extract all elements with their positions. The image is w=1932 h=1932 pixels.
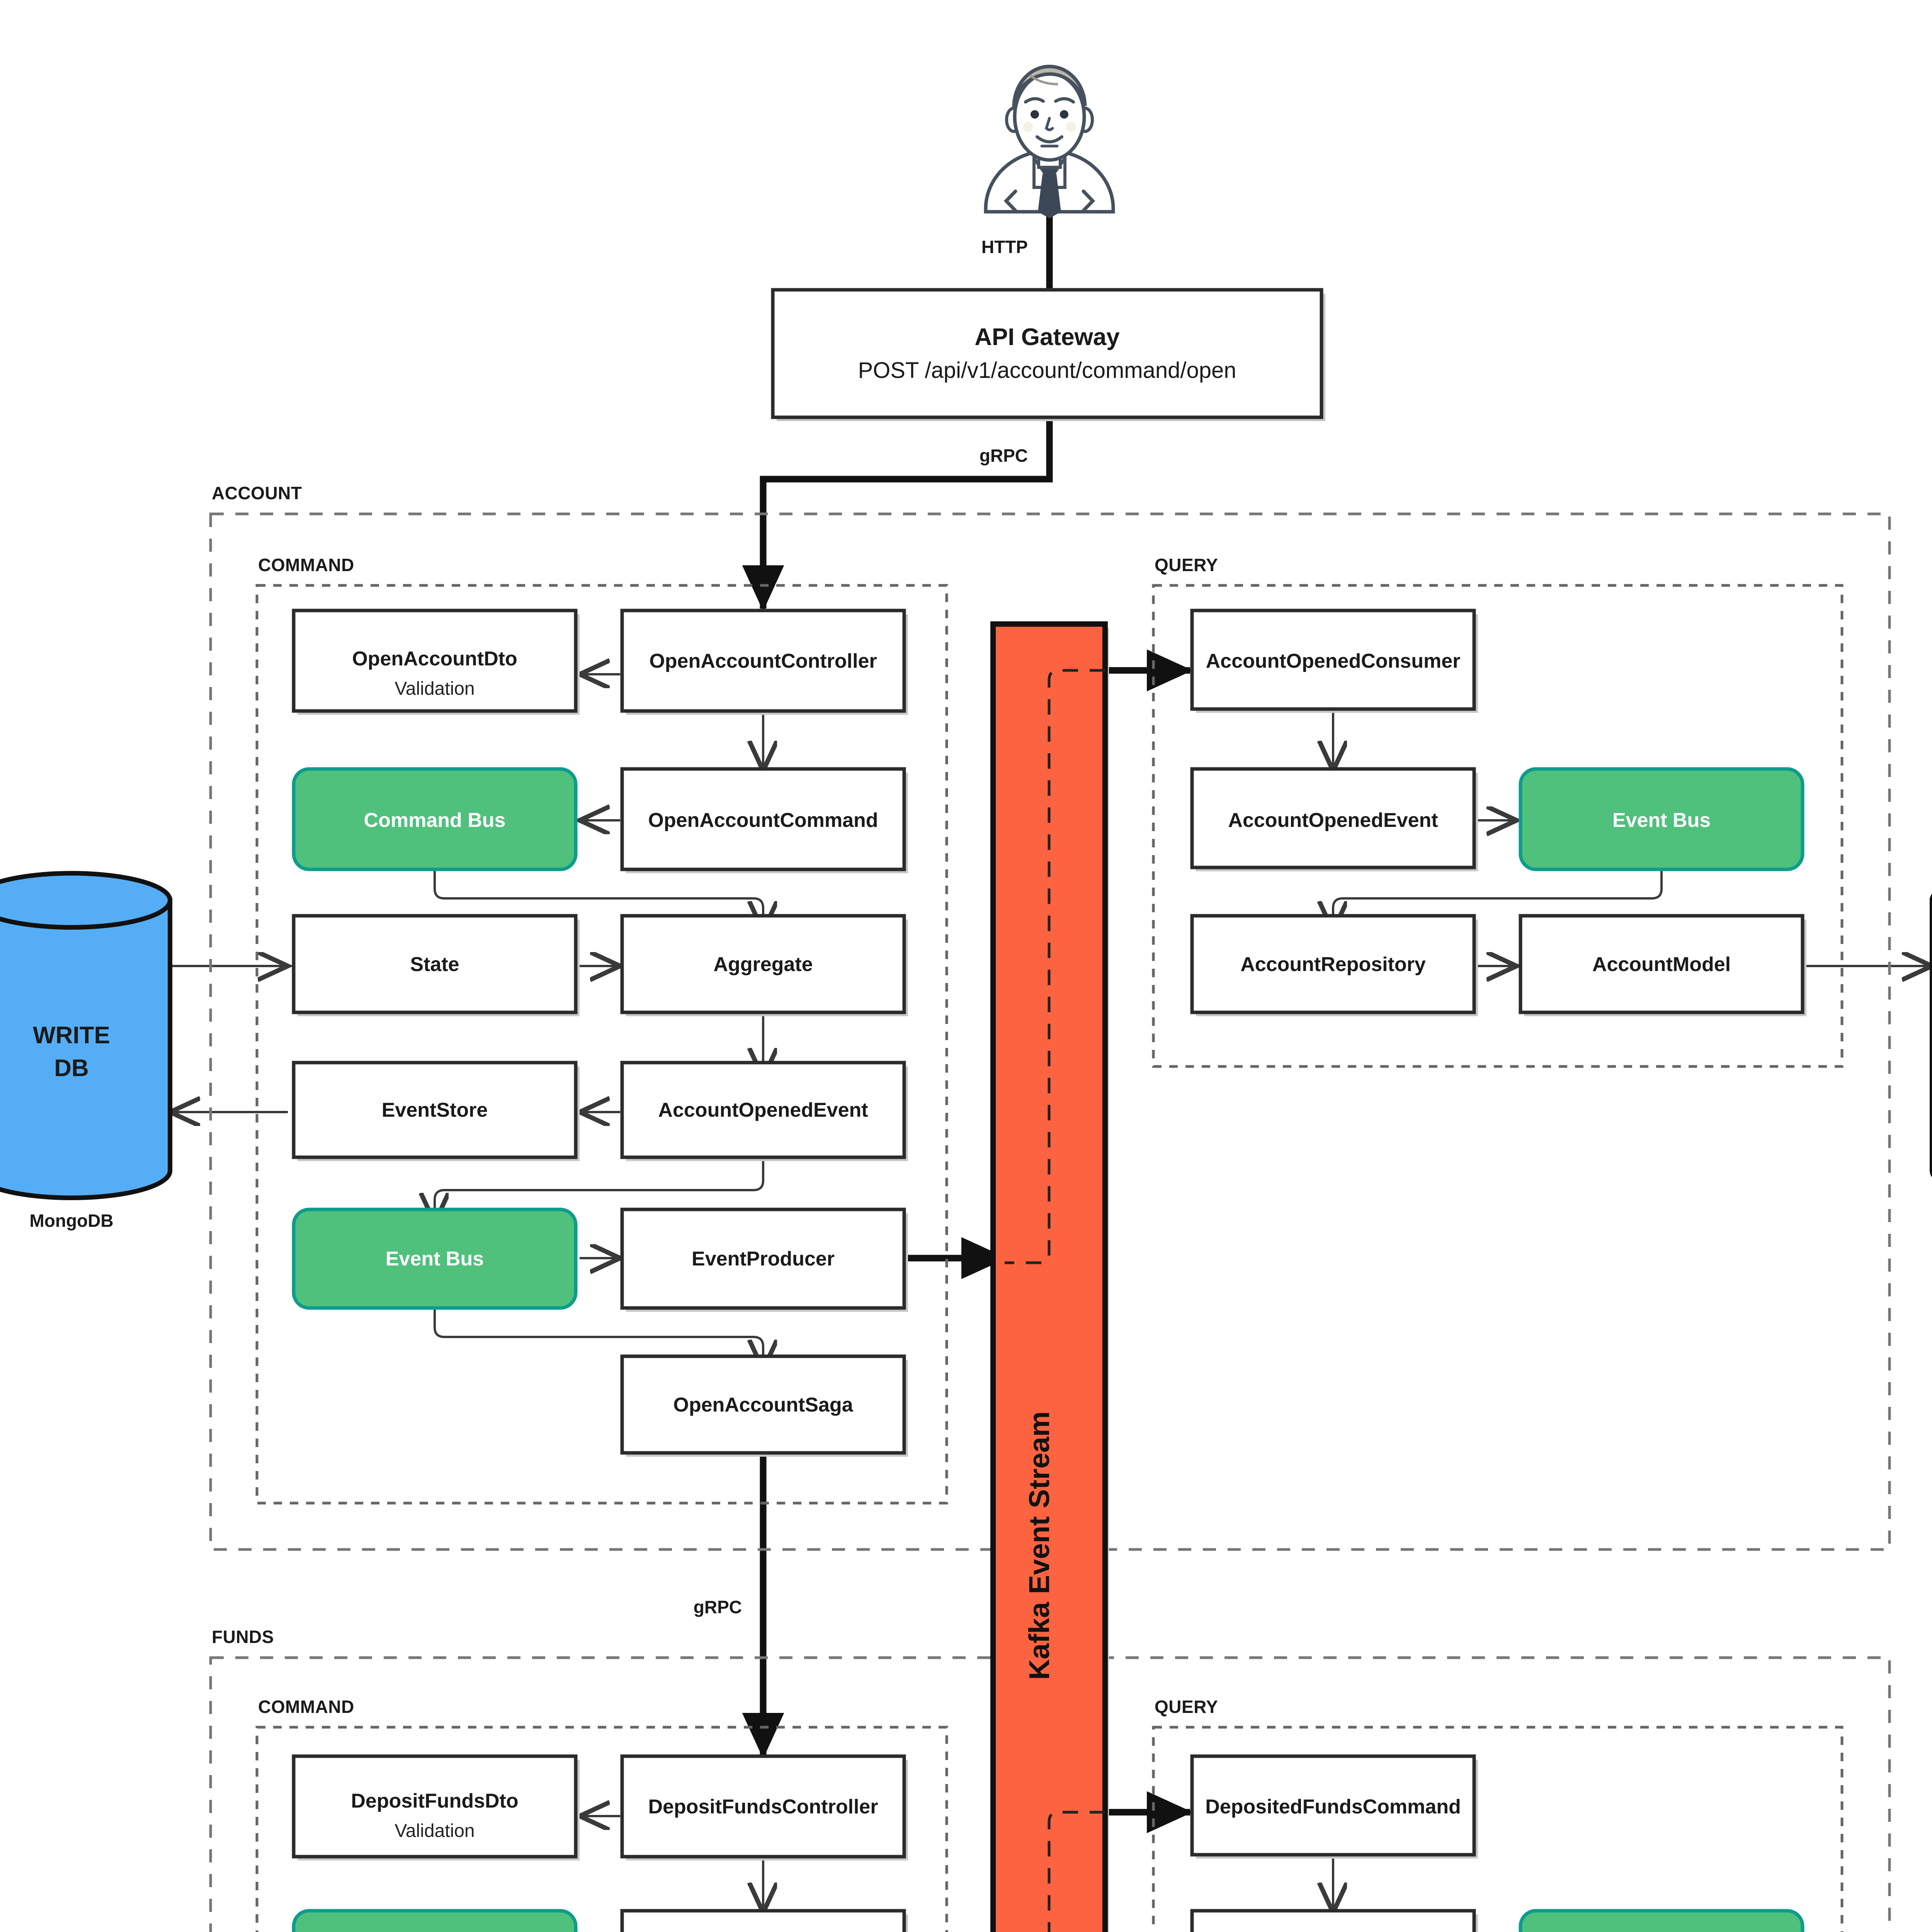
node-account-repository-title: AccountRepository (1240, 953, 1426, 976)
node-account-aggregate-title: Aggregate (713, 953, 813, 976)
node-open-account-saga[interactable]: OpenAccountSaga (620, 1354, 908, 1457)
node-deposited-funds-event-query[interactable]: DepositedFundsEvent (1190, 1909, 1478, 1932)
edge-eventbus-saga (434, 1308, 763, 1370)
write-db-top-caption: MongoDB (29, 1211, 113, 1231)
node-account-model[interactable]: AccountModel (1519, 914, 1806, 1016)
node-deposit-funds-controller-title: DepositFundsController (648, 1796, 878, 1818)
node-deposited-funds-command-title: DepositedFundsCommand (1205, 1796, 1461, 1818)
api-gateway-endpoint: POST /api/v1/account/command/open (858, 358, 1236, 383)
edge-label-http: HTTP (981, 237, 1028, 257)
node-account-opened-event-query-title: AccountOpenedEvent (1228, 809, 1438, 832)
group-funds-query-label: QUERY (1155, 1697, 1218, 1717)
group-account-command-border (255, 584, 948, 1505)
node-account-state-title: State (410, 953, 459, 976)
node-account-aggregate[interactable]: Aggregate (620, 914, 908, 1016)
node-open-account-controller[interactable]: OpenAccountController (620, 609, 908, 715)
node-account-opened-event-query[interactable]: AccountOpenedEvent (1190, 767, 1478, 871)
node-account-event-store-title: EventStore (382, 1099, 488, 1121)
edge-event-eventbus (435, 1161, 764, 1223)
node-funds-command-bus[interactable]: Command Bus (292, 1909, 578, 1932)
group-account-label: ACCOUNT (212, 483, 302, 503)
node-account-state[interactable]: State (292, 914, 580, 1016)
edge-label-grpc-mid: gRPC (694, 1597, 742, 1617)
edge-eventbus-repository (1333, 869, 1663, 931)
user-avatar (984, 65, 1115, 218)
node-open-account-dto[interactable]: OpenAccountDto Validation (292, 609, 580, 715)
node-account-opened-event-cmd-title: AccountOpenedEvent (658, 1099, 868, 1121)
group-account-command-label: COMMAND (258, 555, 354, 575)
node-funds-query-event-bus[interactable]: Event Bus (1519, 1909, 1804, 1932)
node-deposit-funds-command[interactable]: DepositFundsCommand (620, 1909, 908, 1932)
group-funds-query-border (1152, 1726, 1844, 1932)
node-account-query-event-bus[interactable]: Event Bus (1519, 767, 1804, 871)
group-account-query-label: QUERY (1155, 555, 1218, 575)
write-db-top-line1: WRITE (33, 1022, 110, 1049)
node-open-account-command-title: OpenAccountCommand (648, 809, 878, 832)
api-gateway-title: API Gateway (975, 324, 1120, 350)
node-deposit-funds-dto-title: DepositFundsDto (351, 1790, 518, 1812)
node-deposit-funds-dto[interactable]: DepositFundsDto Validation (292, 1754, 580, 1861)
group-funds-label: FUNDS (212, 1627, 274, 1647)
group-account-query-border (1152, 584, 1844, 1068)
edge-label-grpc-top: gRPC (980, 446, 1028, 466)
node-open-account-command[interactable]: OpenAccountCommand (620, 767, 908, 873)
write-db-top-line2: DB (54, 1055, 89, 1082)
api-gateway-box[interactable]: API Gateway POST /api/v1/account/command… (771, 288, 1325, 421)
node-account-opened-consumer-title: AccountOpenedConsumer (1206, 650, 1461, 672)
node-account-opened-consumer[interactable]: AccountOpenedConsumer (1190, 609, 1478, 713)
node-account-model-title: AccountModel (1592, 953, 1731, 976)
node-deposit-funds-dto-sub: Validation (395, 1821, 474, 1841)
kafka-label: Kafka Event Stream (1023, 1411, 1055, 1680)
node-account-repository[interactable]: AccountRepository (1190, 914, 1478, 1016)
node-account-event-bus[interactable]: Event Bus (292, 1208, 578, 1310)
node-open-account-controller-title: OpenAccountController (649, 650, 877, 672)
node-account-query-event-bus-title: Event Bus (1612, 809, 1711, 832)
group-funds-command-border (255, 1726, 948, 1932)
edge-commandbus-aggregate (434, 869, 763, 931)
node-account-command-bus[interactable]: Command Bus (292, 767, 578, 871)
write-db-top[interactable]: WRITE DB MongoDB (0, 871, 172, 1231)
node-account-event-producer-title: EventProducer (692, 1248, 835, 1270)
node-deposit-funds-controller[interactable]: DepositFundsController (620, 1754, 908, 1861)
node-account-command-bus-title: Command Bus (364, 809, 506, 832)
node-account-event-bus-title: Event Bus (386, 1248, 484, 1270)
node-account-event-producer[interactable]: EventProducer (620, 1208, 908, 1312)
node-deposited-funds-command[interactable]: DepositedFundsCommand (1190, 1754, 1478, 1859)
group-funds-command-label: COMMAND (258, 1697, 354, 1717)
node-open-account-saga-title: OpenAccountSaga (673, 1394, 853, 1416)
node-account-event-store[interactable]: EventStore (292, 1061, 580, 1161)
node-open-account-dto-title: OpenAccountDto (352, 648, 517, 670)
node-open-account-dto-sub: Validation (395, 679, 474, 699)
edge-gateway-controller (742, 419, 1053, 611)
node-account-opened-event-cmd[interactable]: AccountOpenedEvent (620, 1061, 908, 1161)
